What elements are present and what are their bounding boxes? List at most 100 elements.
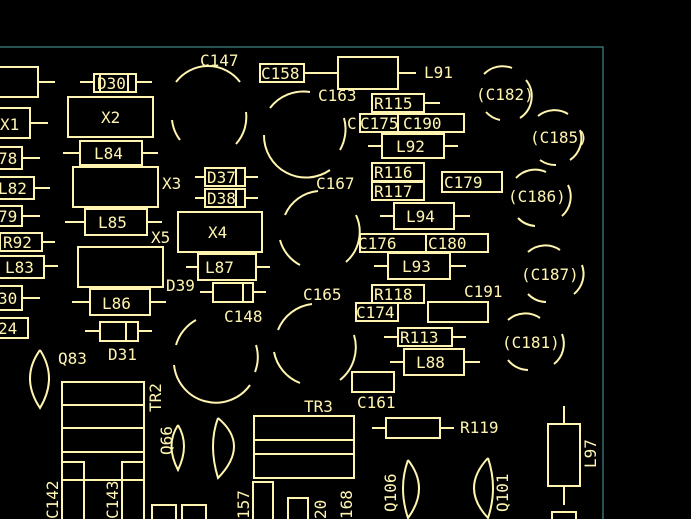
part-c187[interactable] [527, 244, 561, 253]
label-d37: D37 [207, 168, 236, 187]
part-r119[interactable] [385, 417, 441, 439]
part-d39[interactable] [212, 282, 254, 303]
part-lower-right[interactable] [551, 511, 577, 519]
label-l83: L83 [5, 258, 34, 277]
part-c20[interactable] [287, 497, 309, 519]
part-x2[interactable] [67, 96, 154, 138]
part-c147[interactable] [175, 65, 241, 83]
label-c174: C174 [356, 303, 395, 322]
label-q83: Q83 [58, 349, 87, 368]
label-x1: X1 [0, 115, 19, 134]
part-tr3[interactable] [253, 415, 355, 479]
label-c24: 24 [0, 319, 17, 338]
label-l93: L93 [402, 257, 431, 276]
label-c142: C142 [43, 480, 62, 519]
part-x5[interactable] [77, 246, 164, 288]
label-l85: L85 [98, 213, 127, 232]
board-outline [0, 46, 604, 519]
part-c142[interactable] [61, 461, 85, 519]
label-x2: X2 [101, 108, 120, 127]
part-tr2[interactable] [61, 381, 145, 481]
label-c168: 168 [337, 490, 356, 519]
label-d31: D31 [108, 345, 137, 364]
label-r116: R116 [374, 163, 413, 182]
part-l91[interactable] [337, 56, 399, 90]
label-c179: C179 [444, 173, 483, 192]
label-c167: C167 [316, 174, 355, 193]
label-l88: L88 [416, 353, 445, 372]
label-c79: 79 [0, 207, 17, 226]
part-c179[interactable] [441, 171, 503, 193]
part-lower-b[interactable] [181, 504, 207, 519]
part-q106[interactable] [402, 459, 420, 519]
part-c190[interactable] [397, 113, 465, 133]
label-x5: X5 [151, 228, 170, 247]
label-c186: (C186) [508, 187, 566, 206]
label-c163: C163 [318, 86, 357, 105]
part-c148[interactable] [175, 319, 197, 346]
label-d39: D39 [166, 276, 195, 295]
label-c158: C158 [261, 64, 300, 83]
label-l82: L82 [0, 179, 27, 198]
part-c191[interactable] [427, 301, 489, 323]
label-r117: R117 [374, 182, 413, 201]
label-r119: R119 [460, 418, 499, 437]
label-c157: 157 [234, 490, 253, 519]
part-q66[interactable] [170, 424, 185, 473]
part-c186[interactable] [515, 168, 547, 179]
part-c143[interactable] [121, 461, 145, 519]
label-tr2: TR2 [146, 383, 165, 412]
label-l92: L92 [396, 137, 425, 156]
part-l97[interactable] [547, 423, 581, 487]
label-c176: C176 [358, 234, 397, 253]
label-r118: R118 [374, 285, 413, 304]
label-x4: X4 [208, 223, 227, 242]
label-c148: C148 [224, 307, 263, 326]
part-c24[interactable] [0, 317, 29, 339]
part-d31[interactable] [99, 321, 139, 342]
part-c182[interactable] [483, 65, 513, 75]
label-l84: L84 [94, 144, 123, 163]
part-x4[interactable] [177, 211, 263, 253]
label-c175: C175 [360, 114, 399, 133]
label-c185: (C185) [530, 128, 588, 147]
part-c157[interactable] [252, 481, 274, 519]
label-l97: L97 [581, 439, 600, 468]
part-lower-a[interactable] [151, 504, 177, 519]
label-q101: Q101 [493, 473, 512, 512]
label-c161: C161 [357, 393, 396, 412]
part-r117[interactable] [371, 181, 425, 201]
label-c181: (C181) [502, 333, 560, 352]
label-q106: Q106 [381, 473, 400, 512]
part-q101[interactable] [473, 457, 494, 519]
part-c165[interactable] [277, 303, 313, 331]
label-c20: 20 [311, 500, 330, 519]
part-q83[interactable] [29, 349, 50, 410]
label-c165: C165 [303, 285, 342, 304]
label-l94: L94 [406, 207, 435, 226]
part-c185[interactable] [537, 109, 569, 117]
part-c174[interactable] [355, 302, 399, 322]
label-c190: C190 [403, 114, 442, 133]
part-c181[interactable] [507, 312, 541, 321]
label-r115: R115 [374, 94, 413, 113]
label-x3: X3 [162, 174, 181, 193]
part-left-1[interactable] [0, 66, 39, 98]
label-c182: (C182) [476, 85, 534, 104]
label-d38: D38 [207, 189, 236, 208]
label-c180: C180 [428, 234, 467, 253]
label-tr3: TR3 [304, 397, 333, 416]
part-c167[interactable] [284, 190, 319, 216]
part-c161[interactable] [351, 371, 395, 393]
part-x3[interactable] [72, 166, 159, 208]
part-q66b[interactable] [212, 417, 235, 480]
label-r113: R113 [400, 328, 439, 347]
label-d30: D30 [97, 74, 126, 93]
label-c30: 30 [0, 289, 17, 308]
part-c180[interactable] [425, 233, 489, 253]
label-c191: C191 [464, 282, 503, 301]
label-c78: 78 [0, 149, 17, 168]
part-c163[interactable] [269, 90, 311, 109]
